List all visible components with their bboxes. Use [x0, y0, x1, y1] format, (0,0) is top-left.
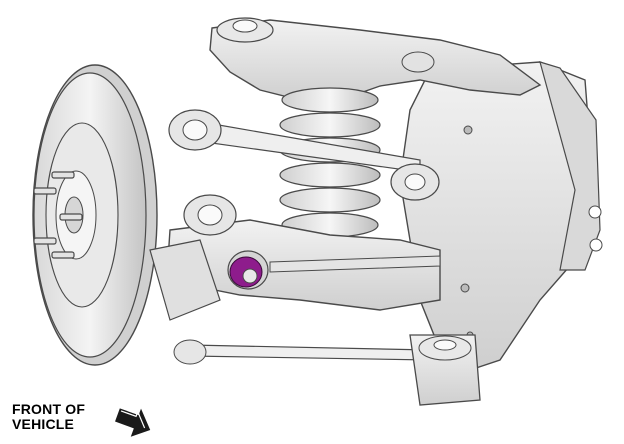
- lower-control-arm: [167, 194, 441, 311]
- upper-link: [168, 109, 440, 201]
- knuckle: [399, 61, 603, 371]
- front-of-vehicle-label: FRONT OF VEHICLE: [12, 402, 85, 432]
- front-direction-arrow-icon: [115, 408, 151, 437]
- brake-disc: [32, 64, 158, 366]
- axle-boot: [149, 239, 221, 321]
- front-label-line2: VEHICLE: [12, 416, 75, 432]
- front-label-line1: FRONT OF: [12, 401, 86, 417]
- lower-link: [173, 334, 481, 406]
- highlighted-bushing: [227, 250, 269, 290]
- wheel-studs: [33, 171, 83, 259]
- upper-control-arm: [209, 17, 542, 101]
